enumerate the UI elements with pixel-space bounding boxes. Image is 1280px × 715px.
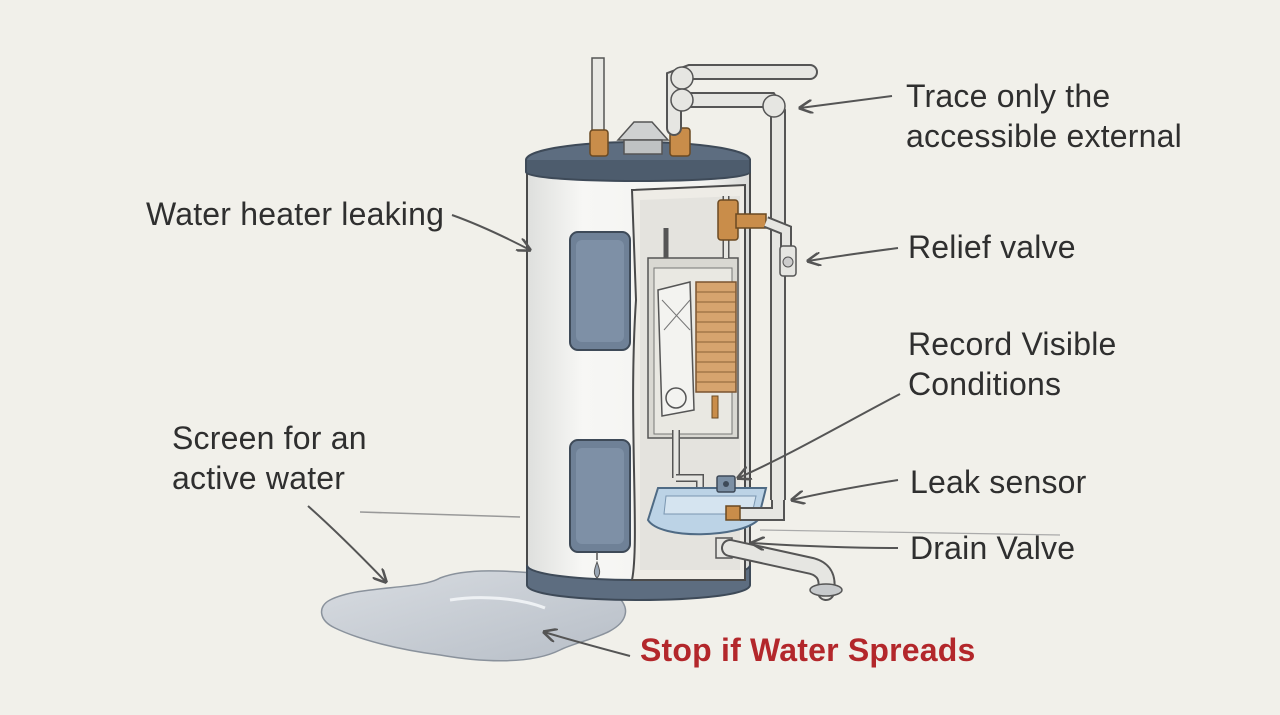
floor-line: [359, 511, 521, 518]
cold-inlet-pipe: [591, 57, 605, 139]
arrow-screen: [307, 505, 386, 582]
arrow-relief-valve: [808, 247, 899, 261]
arrow-drain-valve: [752, 543, 899, 548]
heating-element: [695, 281, 737, 393]
label-trace-external: Trace only the accessible external: [906, 78, 1182, 154]
label-screen-active-water: Screen for an active water: [172, 420, 367, 496]
arrow-leak-sensor: [792, 479, 899, 500]
label-record-conditions: Record Visible Conditions: [908, 326, 1117, 402]
label-relief-valve: Relief valve: [908, 229, 1076, 265]
label-stop-warning: Stop if Water Spreads: [640, 632, 976, 668]
arrow-water-heater: [451, 214, 530, 250]
water-drip-icon: [593, 560, 601, 579]
puddle-highlight: [449, 596, 546, 610]
floor-line-right: [759, 529, 1061, 536]
relief-valve: [717, 199, 797, 277]
flue-vent: [616, 121, 670, 141]
drain-valve-pipe: [715, 537, 843, 601]
thermostat-box: [657, 281, 695, 417]
brass-fitting-left: [589, 129, 609, 157]
arrow-record: [738, 393, 901, 478]
arrow-stop: [544, 632, 631, 657]
label-water-heater-leaking: Water heater leaking: [146, 196, 445, 232]
tank-base-ring: [526, 564, 751, 601]
label-leak-sensor: Leak sensor: [910, 464, 1087, 500]
arrow-trace: [800, 95, 893, 108]
label-drain-valve: Drain Valve: [910, 530, 1076, 566]
